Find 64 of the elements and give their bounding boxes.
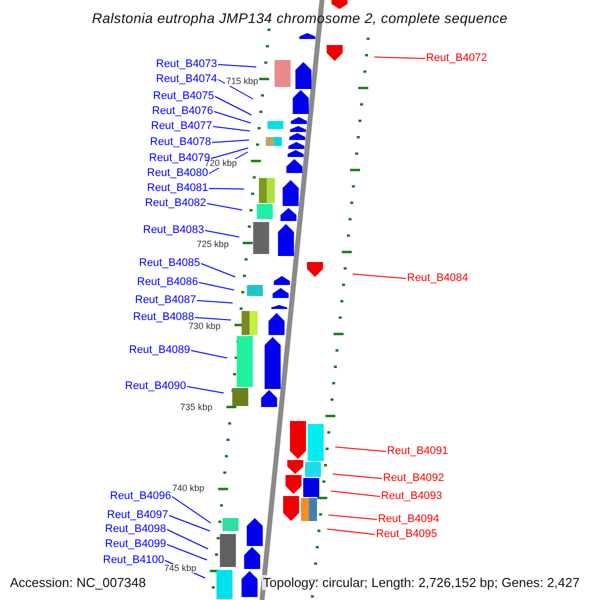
leader-line <box>214 96 252 116</box>
leader-line <box>186 386 224 394</box>
gene-label: Reut_B4075 <box>153 90 214 102</box>
leader-line <box>206 203 242 210</box>
leader-line <box>212 126 250 132</box>
footer-text: Accession: NC_007348 <box>9 574 147 590</box>
leader-line <box>166 529 209 550</box>
leader-line <box>334 446 386 452</box>
gene-label: Reut_B4085 <box>139 258 200 268</box>
gene-label: Reut_B4072 <box>426 52 488 64</box>
gene-label: Reut_B4081 <box>147 182 208 194</box>
gene-label: Reut_B4083 <box>143 224 204 236</box>
leader-line <box>166 544 208 560</box>
gene-label: Reut_B4095 <box>376 528 438 540</box>
gene-label: Reut_B4094 <box>378 514 440 524</box>
gene-label: Reut_B4086 <box>137 276 198 288</box>
leader-line <box>194 317 232 320</box>
leader-line <box>198 282 234 290</box>
gene-label: Reut_B4096 <box>110 490 172 502</box>
gene-label: Reut_B4100 <box>103 554 164 566</box>
gene-label: Reut_B4084 <box>407 272 468 284</box>
leader-line <box>374 56 426 59</box>
leader-line <box>190 350 228 358</box>
leader-line <box>212 140 250 143</box>
leader-line <box>168 515 210 532</box>
gene-label: Reut_B4073 <box>156 58 218 70</box>
leader-line <box>208 188 245 190</box>
gene-label: Reut_B4093 <box>381 490 442 502</box>
gene-label: Reut_B4089 <box>129 344 190 356</box>
gene-label: Reut_B4097 <box>107 510 168 520</box>
gene-label: Reut_B4091 <box>387 446 448 456</box>
leader-line <box>200 263 236 278</box>
gene-label: Reut_B4080 <box>147 168 208 178</box>
leader-line <box>218 79 254 100</box>
leader-line <box>214 111 252 124</box>
leader-line <box>210 148 249 159</box>
scale-label: 725 kbp <box>196 240 230 248</box>
scale-label: 730 kbp <box>188 322 222 330</box>
leader-line <box>332 474 382 479</box>
leader-line <box>326 528 376 535</box>
leader-line <box>196 300 234 304</box>
leader-line <box>204 230 240 238</box>
map-title: Ralstonia eutropha JMP134 chromosome 2, complete sequence <box>92 11 508 25</box>
gene-label: Reut_B4098 <box>105 524 166 534</box>
leader-line <box>352 274 406 279</box>
gene-label: Reut_B4078 <box>150 136 212 148</box>
gene-label: Reut_B4076 <box>152 106 214 116</box>
scale-label: 715 kbp <box>225 76 260 86</box>
gene-label: Reut_B4092 <box>383 472 444 484</box>
leader-line <box>218 64 257 68</box>
gene-label: Reut_B4088 <box>133 312 194 322</box>
scale-label: 745 kbp <box>163 564 198 572</box>
leader-line <box>172 496 212 524</box>
gene-label: Reut_B4087 <box>135 294 196 306</box>
gene-label: Reut_B4099 <box>105 538 166 550</box>
scale-label: 735 kbp <box>179 402 214 412</box>
gene-label: Reut_B4082 <box>145 198 206 208</box>
gene-label: Reut_B4077 <box>151 120 212 132</box>
footer-text: Topology: circular; Length: 2,726,152 bp; Genes: 2,427 <box>262 574 581 590</box>
leader-line <box>330 490 380 497</box>
gene-label: Reut_B4090 <box>125 380 186 392</box>
leader-line <box>328 514 378 520</box>
gene-label: Reut_B4074 <box>156 74 218 84</box>
scale-label: 740 kbp <box>171 484 206 492</box>
